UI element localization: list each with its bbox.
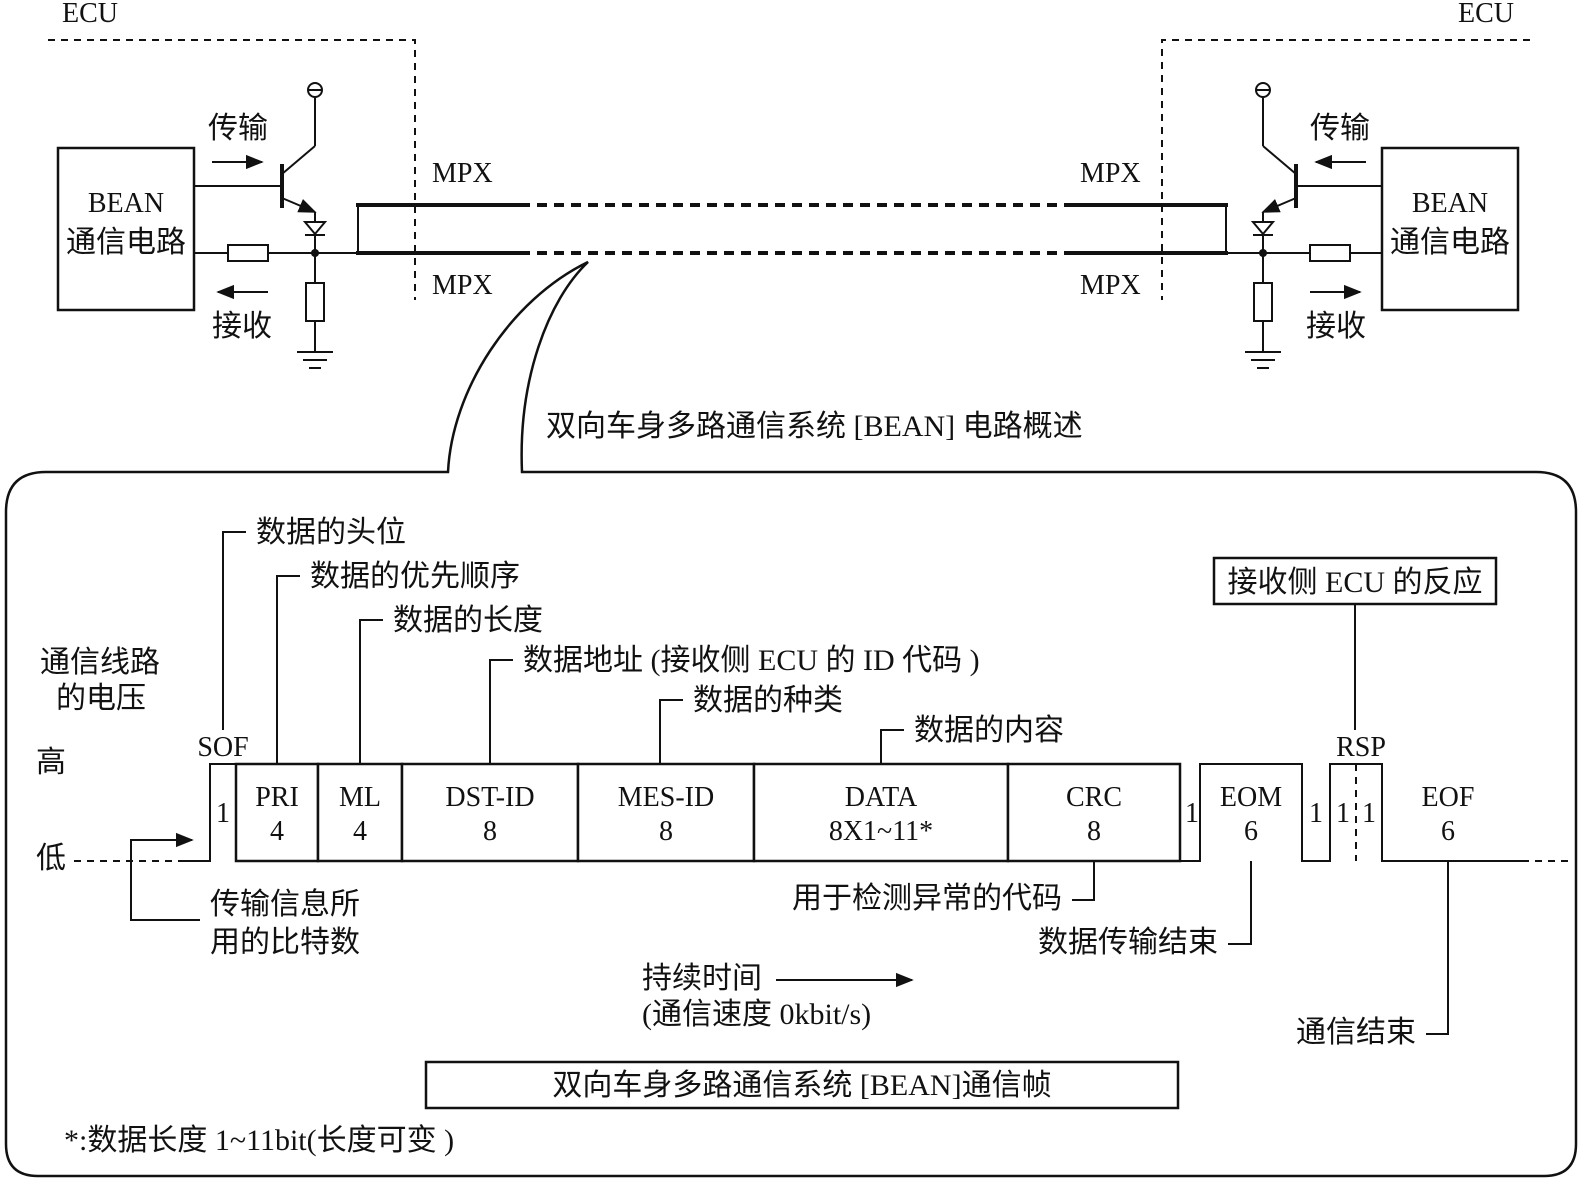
left-bean-sublabel: 通信电路 <box>66 226 186 259</box>
field-pri-name: PRI <box>255 782 299 813</box>
eof-leader <box>1426 861 1449 1035</box>
data-leader <box>880 729 904 764</box>
field-eom-name: EOM <box>1220 782 1282 813</box>
field-crc <box>1006 762 1182 863</box>
left-transistor-symbol <box>194 82 333 369</box>
circuit-overview: ECU ECU BEAN 通信电路 传输 接收 <box>48 0 1530 443</box>
pri-annotation: 数据的优先顺序 <box>310 560 520 593</box>
field-data-name: DATA <box>845 782 918 813</box>
bits-leader <box>130 832 200 921</box>
rsp-bit-b: 1 <box>1362 798 1376 829</box>
field-data-bits: 8X1~11* <box>829 816 933 847</box>
ml-leader <box>359 619 383 764</box>
sof-bit-count: 1 <box>216 798 230 829</box>
mpx-top-left-label: MPX <box>432 158 493 189</box>
field-dst-id-name: DST-ID <box>445 782 534 813</box>
data-annotation: 数据的内容 <box>914 714 1064 747</box>
rsp-label: RSP <box>1336 732 1386 763</box>
left-resistor-symbol <box>227 244 269 262</box>
right-ecu-boundary <box>1161 39 1530 300</box>
right-receive-label: 接收 <box>1306 310 1366 343</box>
sof-leader <box>222 531 246 730</box>
left-bean-label: BEAN <box>88 188 164 219</box>
voltage-label-line1: 通信线路 <box>40 646 160 679</box>
low-level-label: 低 <box>36 842 66 875</box>
frame-waveform <box>180 763 1522 862</box>
callout-frame <box>4 260 1578 1178</box>
eom-annotation: 数据传输结束 <box>1038 926 1218 959</box>
left-receive-label: 接收 <box>212 310 272 343</box>
dst-leader <box>489 659 513 764</box>
left-bean-box <box>56 146 196 312</box>
sof-annotation: 数据的头位 <box>256 516 406 549</box>
left-ecu-label: ECU <box>62 0 118 29</box>
crc-leader <box>1072 861 1095 901</box>
frame-diagram: 通信线路 的电压 高 低 PRI 4 ML 4 DST-ID 8 MES-ID … <box>36 516 1572 1157</box>
left-ecu-boundary <box>48 39 416 300</box>
field-ml-bits: 4 <box>353 816 367 847</box>
speed-label: (通信速度 0kbit/s) <box>642 998 871 1031</box>
left-transmit-label: 传输 <box>208 112 268 145</box>
field-pri-bits: 4 <box>270 816 284 847</box>
mes-leader <box>659 699 683 764</box>
field-crc-name: CRC <box>1066 782 1122 813</box>
field-eof-bits: 6 <box>1441 816 1455 847</box>
field-mes-id-bits: 8 <box>659 816 673 847</box>
rsp-bit-a: 1 <box>1336 798 1350 829</box>
eom-leader <box>1228 861 1252 945</box>
pri-leader <box>276 575 300 764</box>
mpx-bus <box>356 203 1228 255</box>
field-mes-id-name: MES-ID <box>618 782 714 813</box>
voltage-label-line2: 的电压 <box>56 682 146 715</box>
crc-delimiter-bit: 1 <box>1185 798 1199 829</box>
high-level-label: 高 <box>36 746 66 779</box>
eof-annotation: 通信结束 <box>1296 1016 1416 1049</box>
bits-annotation-line1: 传输信息所 <box>210 888 360 921</box>
sof-label: SOF <box>197 732 248 763</box>
right-resistor-symbol <box>1309 244 1351 262</box>
right-transmit-label: 传输 <box>1310 112 1370 145</box>
right-bean-label: BEAN <box>1412 188 1488 219</box>
bits-annotation-line2: 用的比特数 <box>210 926 360 959</box>
field-crc-bits: 8 <box>1087 816 1101 847</box>
field-eof-name: EOF <box>1422 782 1475 813</box>
crc-annotation: 用于检测异常的代码 <box>792 882 1062 915</box>
mes-annotation: 数据的种类 <box>693 684 843 717</box>
mpx-bottom-left-label: MPX <box>432 270 493 301</box>
frame-title: 双向车身多路通信系统 [BEAN]通信帧 <box>552 1069 1051 1102</box>
field-ml-name: ML <box>339 782 381 813</box>
rsp-annotation: 接收侧 ECU 的反应 <box>1228 566 1483 599</box>
ml-annotation: 数据的长度 <box>393 604 543 637</box>
dst-annotation: 数据地址 (接收侧 ECU 的 ID 代码 ) <box>523 644 980 677</box>
right-bean-sublabel: 通信电路 <box>1390 226 1510 259</box>
eom-delimiter-bit: 1 <box>1309 798 1323 829</box>
footnote: *:数据长度 1~11bit(长度可变 ) <box>64 1124 454 1157</box>
right-bean-box <box>1380 146 1520 312</box>
mpx-top-right-label: MPX <box>1080 158 1141 189</box>
circuit-caption: 双向车身多路通信系统 [BEAN] 电路概述 <box>546 410 1083 443</box>
mpx-bottom-right-label: MPX <box>1080 270 1141 301</box>
field-dst-id-bits: 8 <box>483 816 497 847</box>
right-ecu-label: ECU <box>1458 0 1514 29</box>
field-eom-bits: 6 <box>1244 816 1258 847</box>
frame-title-box <box>424 1060 1180 1110</box>
duration-label: 持续时间 <box>642 962 762 995</box>
right-transistor-symbol <box>1245 82 1382 369</box>
